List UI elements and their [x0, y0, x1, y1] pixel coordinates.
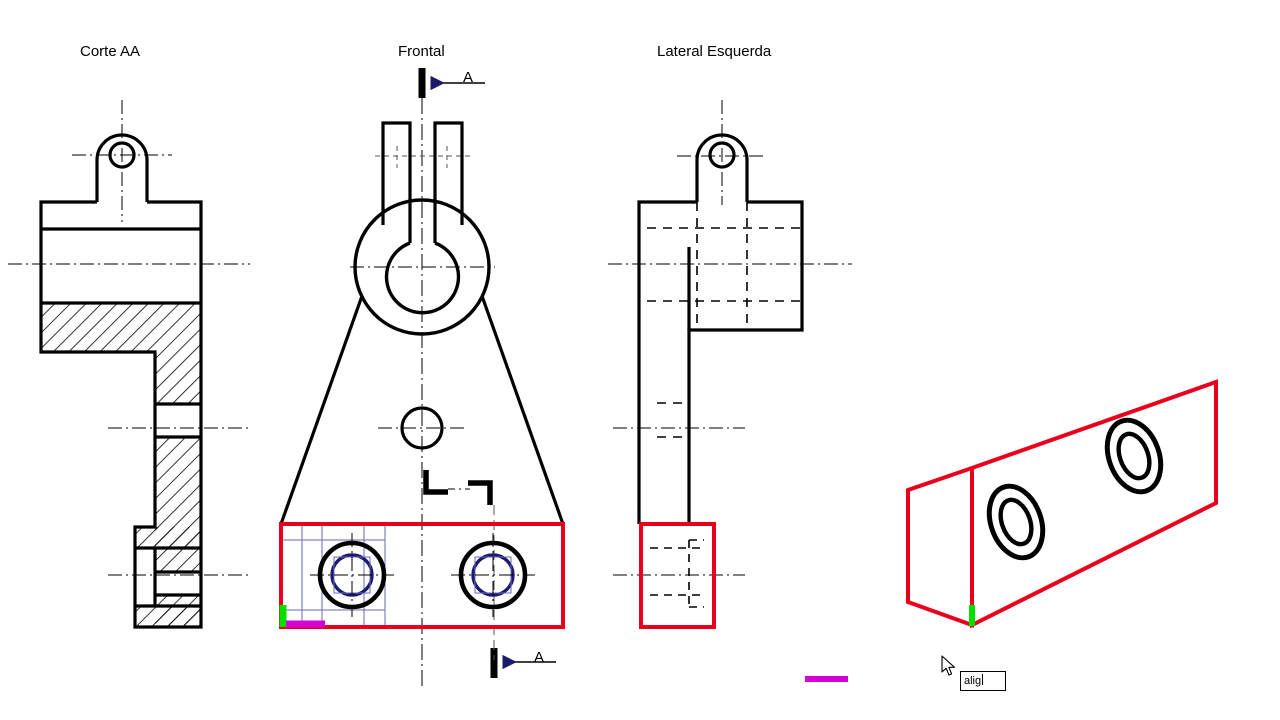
- lateral-hidden-lines: [647, 202, 800, 438]
- corte-aa-centerlines: [8, 100, 250, 576]
- isometric-hole-left: [986, 483, 1046, 561]
- lateral-left-edge: [637, 200, 697, 524]
- frontal-base-highlight-rect[interactable]: [279, 522, 565, 629]
- command-input[interactable]: alig: [960, 671, 1006, 691]
- lateral-base-hidden-lines: [650, 539, 704, 608]
- command-input-value: alig: [964, 675, 982, 687]
- corte-aa-body-outline: [39, 200, 203, 629]
- lateral-right-edge: [687, 200, 804, 524]
- corte-aa-lug-hole: [108, 141, 136, 169]
- isometric-left-face[interactable]: [906, 465, 974, 628]
- text-caret: [982, 674, 984, 685]
- view-title-frontal: Frontal: [398, 43, 445, 60]
- corte-aa-lug-outline: [95, 133, 149, 202]
- lateral-lug-outline: [695, 133, 749, 202]
- view-title-lateral-esquerda: Lateral Esquerda: [657, 43, 772, 60]
- frontal-trapezoid-sides: [279, 295, 565, 525]
- lateral-base-highlight-rect[interactable]: [639, 522, 716, 629]
- lateral-geometry: [608, 100, 852, 629]
- frontal-bolt-hole-left: [310, 533, 394, 617]
- section-letter-top: A: [463, 69, 474, 86]
- frontal-bolt-hole-right: [451, 533, 535, 617]
- isometric-geometry: [906, 379, 1218, 629]
- frontal-geometry: [279, 68, 565, 690]
- view-title-corte-aa: Corte AA: [80, 43, 141, 60]
- section-arrow-top: [418, 68, 485, 98]
- lateral-lug-centerlines: [608, 100, 852, 576]
- section-arrow-bottom: [490, 648, 556, 678]
- frontal-prong-centermarks: [375, 146, 470, 168]
- frontal-boss-inner-bore: [384, 241, 461, 315]
- frontal-right-prong: [433, 121, 464, 243]
- corte-aa-internal-lines: [41, 227, 201, 608]
- lateral-lug-hole: [708, 141, 736, 169]
- isometric-hole-right: [1104, 417, 1164, 495]
- section-letter-bottom: A: [534, 649, 545, 666]
- frontal-section-plane-marker: [423, 470, 495, 660]
- isometric-main-face[interactable]: [970, 379, 1218, 629]
- corte-aa-hatching: [41, 303, 201, 627]
- corte-aa-geometry: [8, 100, 250, 629]
- frontal-left-prong: [381, 121, 412, 243]
